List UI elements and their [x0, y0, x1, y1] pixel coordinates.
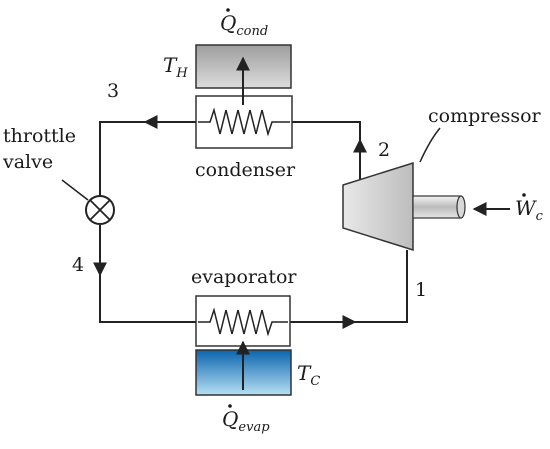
q-cond-dot	[226, 8, 230, 12]
pipe-4-to-1	[290, 250, 408, 323]
state-point-2: 2	[378, 139, 390, 161]
hot-reservoir-temp: TH	[163, 53, 188, 81]
evaporator-coil	[198, 307, 288, 337]
compressor-label: compressor	[428, 105, 542, 127]
compressor-body	[342, 161, 414, 252]
q-evap-label: Qevap	[222, 407, 270, 435]
throttle-valve-label-2: valve	[2, 151, 53, 173]
work-dot	[522, 193, 526, 197]
pipe-valve-to-4	[99, 225, 196, 323]
cold-reservoir-temp: TC	[297, 361, 320, 389]
throttle-valve-label-1: throttle	[3, 125, 76, 147]
throttle-valve-leader	[61, 179, 89, 201]
compressor-shaft	[412, 195, 462, 219]
compressor-shaft-end	[456, 195, 466, 219]
q-cond-label: Qcond	[220, 11, 268, 39]
state-point-3: 3	[107, 80, 119, 102]
state-point-4: 4	[72, 254, 84, 276]
throttle-valve-cross-2	[89, 199, 111, 221]
condenser-coil	[198, 107, 290, 137]
pipe-2-to-3	[292, 121, 361, 190]
condenser-label: condenser	[195, 159, 296, 181]
state-point-1: 1	[415, 279, 427, 301]
pipe-3-to-valve	[99, 121, 196, 195]
evaporator-box	[195, 295, 291, 347]
compressor-leader	[419, 127, 441, 163]
q-evap-dot	[228, 404, 232, 408]
work-label: Wc	[515, 196, 544, 224]
evaporator-label: evaporator	[191, 266, 297, 288]
